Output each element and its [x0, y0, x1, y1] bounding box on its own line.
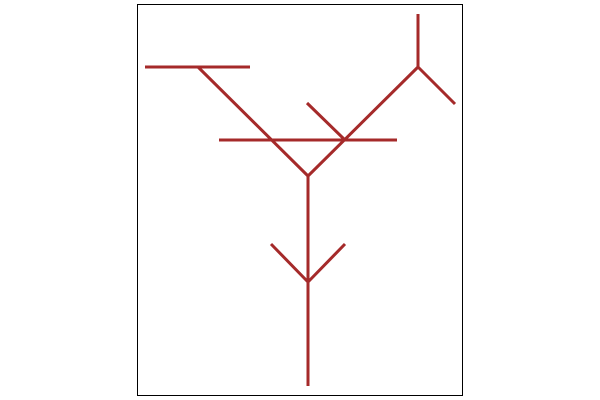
lower-right-branch	[306, 242, 347, 284]
diagram-frame	[137, 4, 463, 396]
right-diagonal-branch	[306, 65, 420, 178]
right-middle-twig	[305, 101, 347, 142]
top-right-diagonal-twig	[416, 65, 457, 106]
lower-left-branch	[269, 242, 310, 284]
left-diagonal-branch	[196, 65, 310, 178]
tree-branches	[145, 14, 457, 386]
